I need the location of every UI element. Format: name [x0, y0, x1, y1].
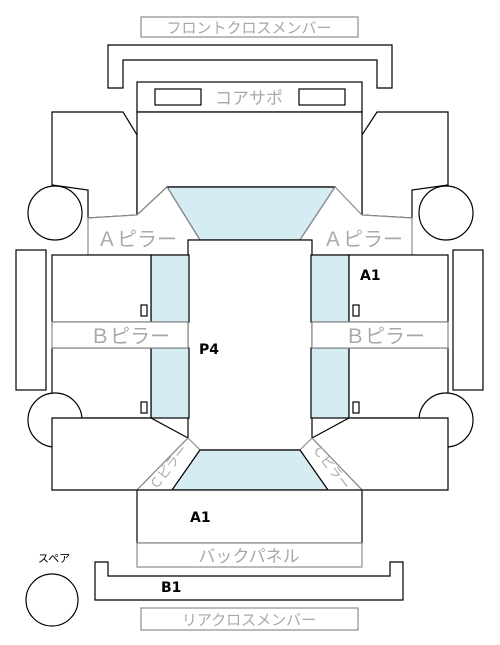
front-wheel-right[interactable]	[418, 185, 474, 241]
spare-tire[interactable]	[25, 573, 79, 627]
side-step-right[interactable]	[452, 249, 484, 391]
a-pillar-left-label: Ａピラー	[97, 227, 177, 251]
roof[interactable]	[187, 239, 313, 451]
back-panel-label: バックパネル	[198, 547, 299, 567]
front-door-window-right[interactable]	[310, 254, 350, 323]
a-pillar-right-label: Ａピラー	[323, 227, 403, 251]
grade-label-roof: P4	[199, 342, 219, 358]
rear-cross-member-box[interactable]	[140, 607, 359, 631]
b-pillar-left-label: Ｂピラー	[90, 324, 170, 348]
front-wheel-left[interactable]	[27, 185, 83, 241]
headlight-right[interactable]	[298, 88, 346, 106]
grade-label-trunk: A1	[190, 510, 211, 526]
b-pillar-right-label: Ｂピラー	[345, 324, 425, 348]
rear-door-handle-right	[352, 401, 360, 414]
rear-door-window-right[interactable]	[310, 347, 350, 419]
back-panel[interactable]	[136, 542, 363, 568]
core-support-label: コアサポ	[215, 89, 283, 109]
front-bracket[interactable]	[107, 44, 393, 89]
front-door-left[interactable]	[51, 254, 152, 323]
rear-bracket[interactable]	[94, 561, 404, 601]
front-door-handle-left	[140, 304, 148, 317]
rear-door-window-left[interactable]	[150, 347, 190, 419]
headlight-left[interactable]	[154, 88, 202, 106]
grade-label-rear-cross-member: B1	[161, 580, 181, 596]
front-door-right[interactable]	[348, 254, 449, 323]
b-pillar-left[interactable]	[51, 321, 189, 349]
grade-label-front-right: A1	[360, 268, 381, 284]
rear-window[interactable]	[170, 449, 330, 491]
front-cross-member-label: フロントクロスメンバー	[166, 19, 331, 37]
rear-door-handle-left	[140, 401, 148, 414]
front-door-handle-right	[352, 304, 360, 317]
b-pillar-right[interactable]	[311, 321, 449, 349]
rear-cross-member-label: リアクロスメンバー	[182, 611, 316, 629]
side-step-left[interactable]	[15, 249, 47, 391]
spare-tire-label: スペア	[38, 552, 70, 565]
front-cross-member-box[interactable]	[140, 16, 359, 38]
front-door-window-left[interactable]	[150, 254, 190, 323]
trunk[interactable]	[136, 489, 363, 544]
